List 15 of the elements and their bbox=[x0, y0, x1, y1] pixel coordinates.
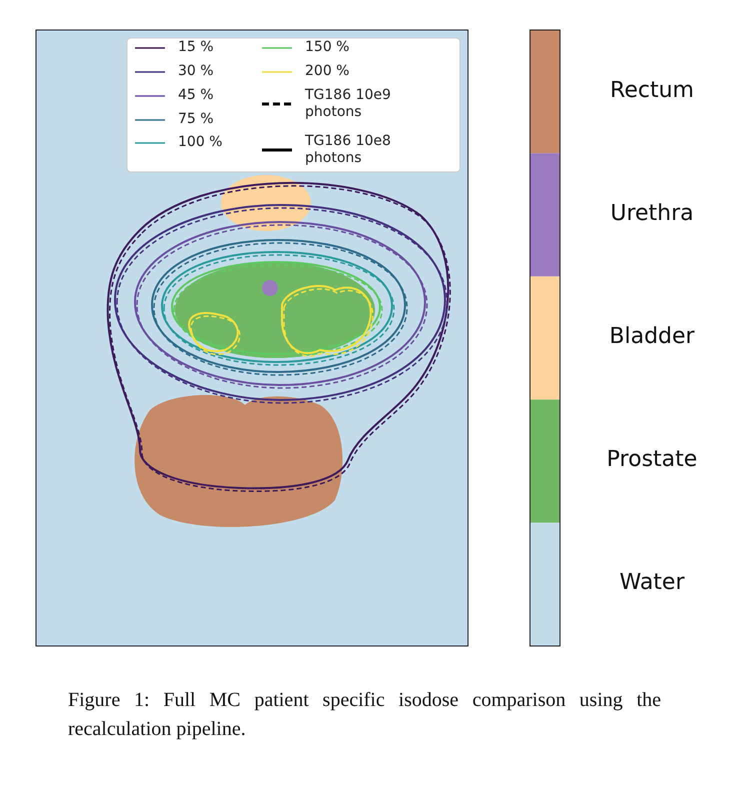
legend-label: 150 % bbox=[305, 39, 350, 56]
legend-label: 15 % bbox=[178, 39, 214, 56]
colorbar-label: Prostate bbox=[606, 447, 698, 472]
legend-label: 200 % bbox=[305, 63, 350, 80]
legend-label: 30 % bbox=[178, 63, 214, 80]
legend-label: TG186 10e8 photons bbox=[305, 133, 392, 167]
legend-label: 45 % bbox=[178, 87, 214, 104]
legend-label: TG186 10e9 photons bbox=[305, 87, 392, 121]
colorbar-label: Urethra bbox=[609, 200, 695, 226]
figure-caption: Figure 1: Full MC patient specific isodose comparison using the recalculation pipeline. bbox=[68, 688, 661, 742]
legend-label: 100 % bbox=[178, 134, 222, 151]
colorbar-label: Bladder bbox=[608, 324, 696, 349]
legend-label: 75 % bbox=[178, 111, 214, 128]
colorbar-label: Rectum bbox=[609, 78, 695, 103]
colorbar-label: Water bbox=[618, 570, 686, 596]
